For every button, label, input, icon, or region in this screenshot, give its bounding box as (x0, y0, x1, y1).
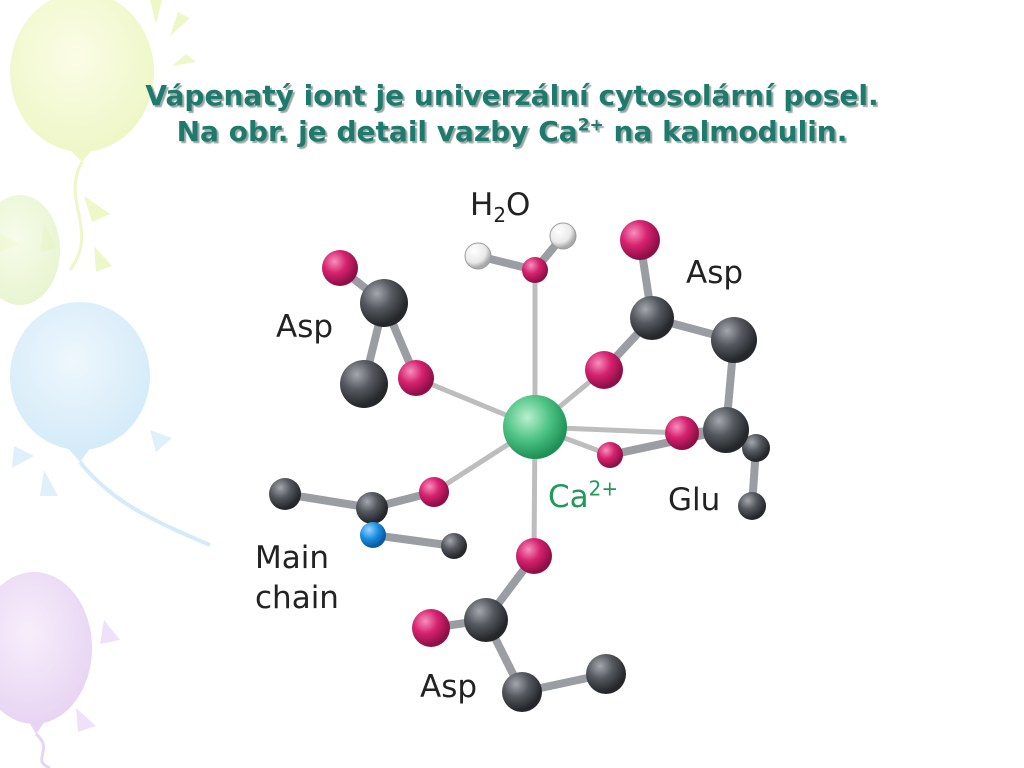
oxygen-atom (665, 416, 699, 450)
label-water-h: H (470, 187, 494, 223)
label-asp-top-right: Asp (686, 255, 744, 291)
label-asp-top-left: Asp (276, 309, 334, 345)
title-charge-superscript: 2+ (577, 115, 604, 136)
oxygen-atom (322, 250, 358, 286)
title-line-2-end: na kalmodulin. (603, 115, 848, 148)
label-calcium: Ca2+ (548, 479, 618, 515)
balloon-blue (10, 302, 211, 547)
nitrogen-atom (360, 522, 386, 548)
oxygen-atom (585, 351, 623, 389)
oxygen-atom (597, 442, 623, 468)
hydrogen-atom (464, 242, 492, 270)
carbon-atom (356, 492, 388, 524)
label-water: H2O (470, 187, 531, 226)
oxygen-atom (620, 220, 660, 260)
oxygen-atom (398, 360, 434, 396)
carbon-atom (340, 360, 388, 408)
carbon-atom (502, 672, 542, 712)
oxygen-atom (522, 257, 548, 283)
oxygen-atom (419, 477, 449, 507)
bond-lines (281, 232, 760, 696)
carbon-atom (738, 492, 766, 520)
oxygen-atom (412, 609, 450, 647)
carbon-atom (711, 317, 757, 363)
label-calcium-symbol: Ca (548, 479, 589, 515)
label-water-subscript: 2 (493, 203, 507, 228)
label-calcium-charge: 2+ (588, 476, 619, 501)
carbon-atom (464, 598, 508, 642)
carbon-atom (441, 533, 467, 559)
carbon-atom (742, 434, 770, 462)
carbon-atom (630, 296, 674, 340)
label-main-chain-line2: chain (255, 580, 339, 616)
atoms (269, 220, 770, 712)
title-line-1: Vápenatý iont je univerzální cytosolární… (145, 79, 879, 112)
carbon-atom (586, 654, 626, 694)
carbon-atom (269, 478, 301, 510)
balloon-purple (0, 572, 120, 768)
slide-title: Vápenatý iont je univerzální cytosolární… (0, 78, 1024, 150)
calcium-ion (503, 395, 567, 459)
label-main-chain-line1: Main (255, 540, 330, 576)
label-main-chain: Main chain (255, 538, 339, 618)
balloon-green (0, 195, 60, 305)
oxygen-atom (516, 538, 552, 574)
label-glu: Glu (668, 482, 721, 518)
hydrogen-atom (549, 222, 577, 250)
carbon-atom (360, 279, 408, 327)
label-water-o: O (506, 187, 531, 223)
title-line-2: Na obr. je detail vazby Ca2+ na kalmodul… (0, 114, 1024, 150)
balloon-yellow (10, 0, 154, 271)
title-line-2-text: Na obr. je detail vazby Ca (176, 115, 578, 148)
label-asp-bottom: Asp (420, 669, 478, 705)
carbon-atom (703, 407, 749, 453)
bond-main-n-c (369, 531, 458, 550)
